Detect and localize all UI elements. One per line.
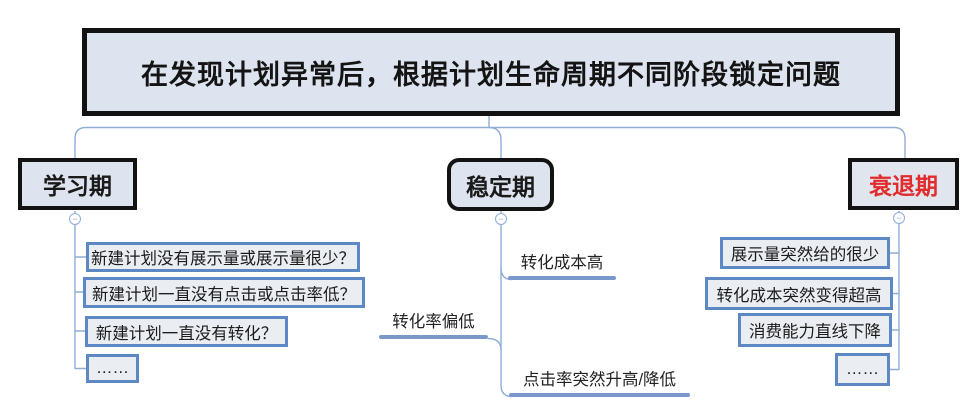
connector-rail (74, 126, 906, 158)
child-topic-stable-2[interactable]: 转化率偏低 (379, 308, 488, 339)
child-topic-decline-1[interactable]: 展示量突然给的很少 (720, 237, 890, 269)
child-topic-learning-4[interactable]: …… (86, 354, 139, 383)
child-topic-stable-3[interactable]: 点击率突然升高/降低 (509, 366, 690, 397)
topic-underline (509, 393, 690, 397)
collapse-icon-learning[interactable]: − (69, 213, 81, 225)
child-topic-learning-1[interactable]: 新建计划没有展示量或展示量很少？ (86, 242, 360, 272)
child-topic-decline-2[interactable]: 转化成本突然变得超高 (705, 277, 893, 310)
collapse-icon-decline[interactable]: − (893, 212, 905, 224)
child-topic-decline-4[interactable]: …… (835, 353, 890, 386)
child-topic-label: 转化成本突然变得超高 (716, 286, 882, 305)
topic-underline (508, 276, 616, 280)
connector-middle-drop (488, 126, 502, 158)
branch-topic-learning[interactable]: 学习期 (18, 158, 137, 210)
minus-glyph: − (72, 213, 78, 224)
branch-topic-stable-label: 稳定期 (466, 173, 535, 200)
connector-stable-elbow-2 (487, 337, 502, 351)
child-topic-label: 新建计划一直没有点击或点击率低？ (92, 285, 356, 304)
child-topic-label: 展示量突然给的很少 (730, 246, 880, 264)
child-topic-label: 转化成本高 (520, 254, 604, 272)
child-topic-label: 点击率突然升高/降低 (522, 371, 677, 389)
child-topic-label: …… (846, 360, 879, 378)
root-topic-label: 在发现计划异常后，根据计划生命周期不同阶段锁定问题 (141, 59, 841, 90)
child-topic-learning-3[interactable]: 新建计划一直没有转化？ (85, 316, 288, 347)
child-topic-label: 转化率偏低 (392, 313, 475, 331)
branch-topic-learning-label: 学习期 (43, 173, 112, 199)
child-topic-stable-1[interactable]: 转化成本高 (508, 249, 616, 280)
branch-topic-decline-label: 衰退期 (869, 173, 938, 199)
collapse-icon-stable[interactable]: − (495, 213, 507, 225)
child-topic-label: 新建计划一直没有转化？ (95, 324, 278, 343)
child-topic-learning-2[interactable]: 新建计划一直没有点击或点击率低？ (83, 277, 365, 308)
connector-learning-spine (74, 211, 86, 370)
topic-underline (379, 335, 488, 339)
child-topic-label: 新建计划没有展示量或展示量很少？ (91, 250, 355, 268)
child-topic-decline-3[interactable]: 消费能力直线下降 (738, 313, 892, 347)
minus-glyph: − (498, 213, 504, 224)
child-topic-label: 消费能力直线下降 (749, 323, 881, 341)
connector-decline-spine (890, 211, 900, 371)
branch-topic-decline[interactable]: 衰退期 (848, 158, 959, 210)
root-topic[interactable]: 在发现计划异常后，根据计划生命周期不同阶段锁定问题 (82, 28, 900, 116)
branch-topic-stable[interactable]: 稳定期 (447, 158, 554, 211)
minus-glyph: − (896, 212, 902, 223)
child-topic-label: …… (96, 359, 129, 377)
